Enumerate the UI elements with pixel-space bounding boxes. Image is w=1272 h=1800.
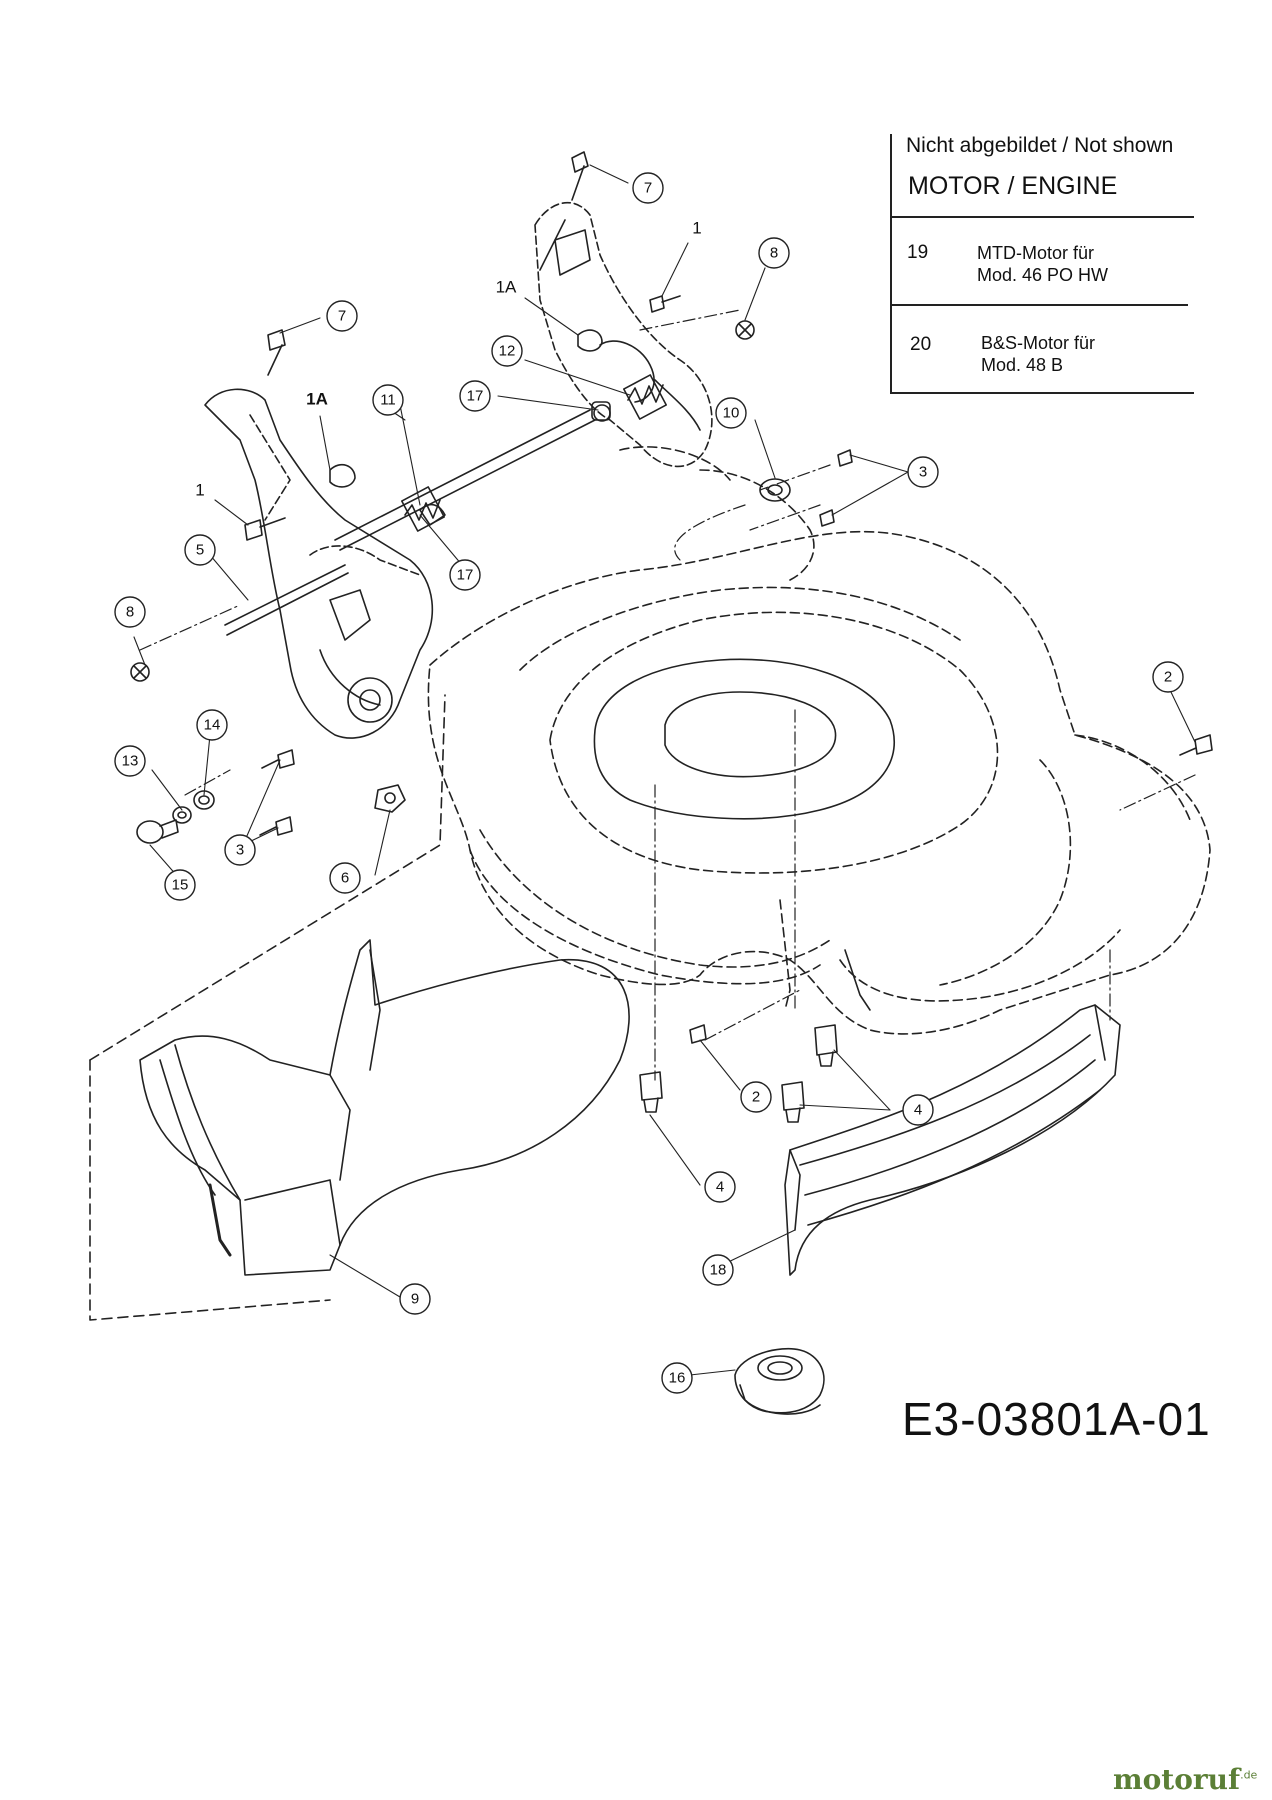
callout-17b: 17 xyxy=(457,567,474,584)
not-shown-legend: Nicht abgebildet / Not shown MOTOR / ENG… xyxy=(890,134,1194,394)
callout-4a: 4 xyxy=(914,1102,922,1119)
callout-12-circle xyxy=(491,335,523,367)
callout-4b-circle xyxy=(704,1171,736,1203)
callout-6-circle xyxy=(329,862,361,894)
callout-1a: 1 xyxy=(195,481,204,500)
legend-divider xyxy=(892,216,1194,218)
brand-logo: motoruf.de xyxy=(1113,1763,1257,1796)
callout-3b-circle xyxy=(224,834,256,866)
callout-8b-circle xyxy=(114,596,146,628)
callout-13-circle xyxy=(114,745,146,777)
legend-item-desc: MTD-Motor für Mod. 46 PO HW xyxy=(977,242,1108,286)
leader-lines xyxy=(133,164,1196,1376)
callout-6: 6 xyxy=(341,870,349,887)
callout-16-circle xyxy=(661,1362,693,1394)
callout-7a-circle xyxy=(326,300,358,332)
rear-left-bracket xyxy=(204,388,434,739)
callout-4a-circle xyxy=(902,1094,934,1126)
drawing-code: E3-03801A-01 xyxy=(902,1393,1211,1445)
callout-9-circle xyxy=(399,1283,431,1315)
callout-3b: 3 xyxy=(236,842,244,859)
region-outline-2 xyxy=(89,694,446,1061)
rear-right-bracket xyxy=(534,201,713,468)
callout-17a: 17 xyxy=(467,388,484,405)
hardware xyxy=(130,151,1213,1123)
callout-2a: 2 xyxy=(1164,669,1172,686)
legend-item-number: 20 xyxy=(910,334,932,355)
rear-deflector xyxy=(784,1004,1121,1276)
callout-1A-left: 1A xyxy=(306,390,328,409)
callout-12: 12 xyxy=(499,343,516,360)
legend-item-line: MTD-Motor für xyxy=(977,243,1094,263)
callout-1A-right: 1A xyxy=(496,278,517,297)
callout-11-circle xyxy=(372,384,404,416)
callout-7b-circle xyxy=(632,172,664,204)
part-16-bushing xyxy=(734,1347,825,1415)
callout-3a-circle xyxy=(907,456,939,488)
legend-section-title: MOTOR / ENGINE xyxy=(908,172,1118,200)
callout-17a-circle xyxy=(459,380,491,412)
callout-9: 9 xyxy=(411,1291,419,1308)
callout-4b: 4 xyxy=(716,1179,724,1196)
legend-item-desc: B&S-Motor für Mod. 48 B xyxy=(981,332,1095,376)
callout-11: 11 xyxy=(380,392,396,409)
legend-item-line: Mod. 48 B xyxy=(981,355,1064,375)
rear-flap-guard xyxy=(139,939,630,1276)
callout-17b-circle xyxy=(449,559,481,591)
callout-10-circle xyxy=(715,397,747,429)
legend-item-number: 19 xyxy=(907,242,929,263)
callout-1b: 1 xyxy=(692,219,701,238)
callout-5: 5 xyxy=(196,542,204,559)
callout-15-circle xyxy=(164,869,196,901)
legend-heading: Nicht abgebildet / Not shown xyxy=(906,134,1174,157)
callout-2a-circle xyxy=(1152,661,1184,693)
brand-name: motoruf xyxy=(1113,1763,1241,1796)
mower-deck xyxy=(427,446,1211,1035)
callout-14-circle xyxy=(196,709,228,741)
callout-18: 18 xyxy=(710,1262,727,1279)
callout-5-circle xyxy=(184,534,216,566)
callout-2b-circle xyxy=(740,1081,772,1113)
alignment-lines xyxy=(139,309,1196,1081)
callout-18-circle xyxy=(702,1254,734,1286)
callout-13: 13 xyxy=(122,753,139,770)
callout-7b: 7 xyxy=(644,180,652,197)
callout-10: 10 xyxy=(723,405,740,422)
region-outline xyxy=(89,1059,331,1321)
brand-suffix: .de xyxy=(1240,1768,1258,1782)
callout-16: 16 xyxy=(669,1370,686,1387)
callout-8a-circle xyxy=(758,237,790,269)
legend-item-line: B&S-Motor für xyxy=(981,333,1096,353)
legend-divider xyxy=(892,304,1188,306)
callout-3a: 3 xyxy=(919,464,927,481)
callout-14: 14 xyxy=(204,717,221,734)
callout-2b: 2 xyxy=(752,1089,760,1106)
callout-7a: 7 xyxy=(338,308,346,325)
callout-8b: 8 xyxy=(126,604,134,621)
callout-15: 15 xyxy=(172,877,189,894)
legend-item-line: Mod. 46 PO HW xyxy=(977,265,1109,285)
callout-8a: 8 xyxy=(770,245,778,262)
